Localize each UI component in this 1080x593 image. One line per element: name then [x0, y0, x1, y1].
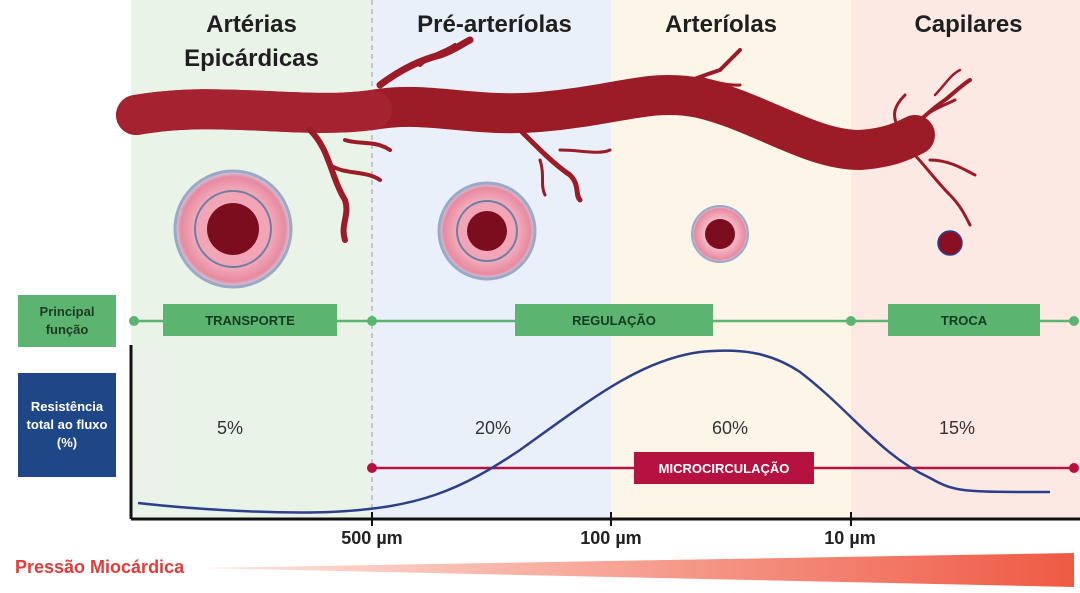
cross-section-arteriole — [691, 205, 749, 263]
function-dot — [367, 316, 377, 326]
function-dot — [1069, 316, 1079, 326]
microcirculation-label: MICROCIRCULAÇÃO — [634, 452, 814, 484]
axis-tick-500um: 500 µm — [341, 528, 403, 548]
function-regulation-label: REGULAÇÃO — [515, 304, 713, 336]
title-epicardial-arteries: Artérias Epicárdicas — [184, 11, 319, 72]
zone-capillaries — [851, 0, 1080, 520]
pressure-wedge — [200, 553, 1074, 587]
title-arterioles: Arteríolas — [664, 11, 778, 38]
axis-tick-100um: 100 µm — [580, 528, 642, 548]
microcirculation-dot — [367, 463, 377, 473]
resistance-epicardial-percent: 5% — [216, 418, 243, 438]
function-dot — [846, 316, 856, 326]
cross-section-epicardial — [173, 169, 293, 289]
resistance-curve — [137, 349, 1051, 514]
resistance-arteriole-percent: 60% — [711, 418, 749, 438]
resistance-pre-arteriole-percent: 20% — [474, 418, 512, 438]
cross-section-capillary — [937, 230, 963, 256]
title-pre-arterioles: Pré-arteríolas — [417, 11, 572, 38]
function-dot — [129, 316, 139, 326]
main-function-label: Principal função — [18, 295, 116, 347]
function-transport-label: TRANSPORTE — [163, 304, 337, 336]
title-capillaries: Capilares — [914, 11, 1023, 38]
microcirculation-dot — [1069, 463, 1079, 473]
myocardial-pressure-label: Pressão Miocárdica — [15, 557, 185, 577]
resistance-capillary-percent: 15% — [938, 418, 976, 438]
function-exchange-label: TROCA — [888, 304, 1040, 336]
resistance-label: Resistência total ao fluxo (%) — [18, 373, 116, 477]
cross-section-pre-arteriole — [437, 181, 537, 281]
blood-vessel-illustration — [116, 36, 977, 243]
axis-tick-10um: 10 µm — [824, 528, 876, 548]
